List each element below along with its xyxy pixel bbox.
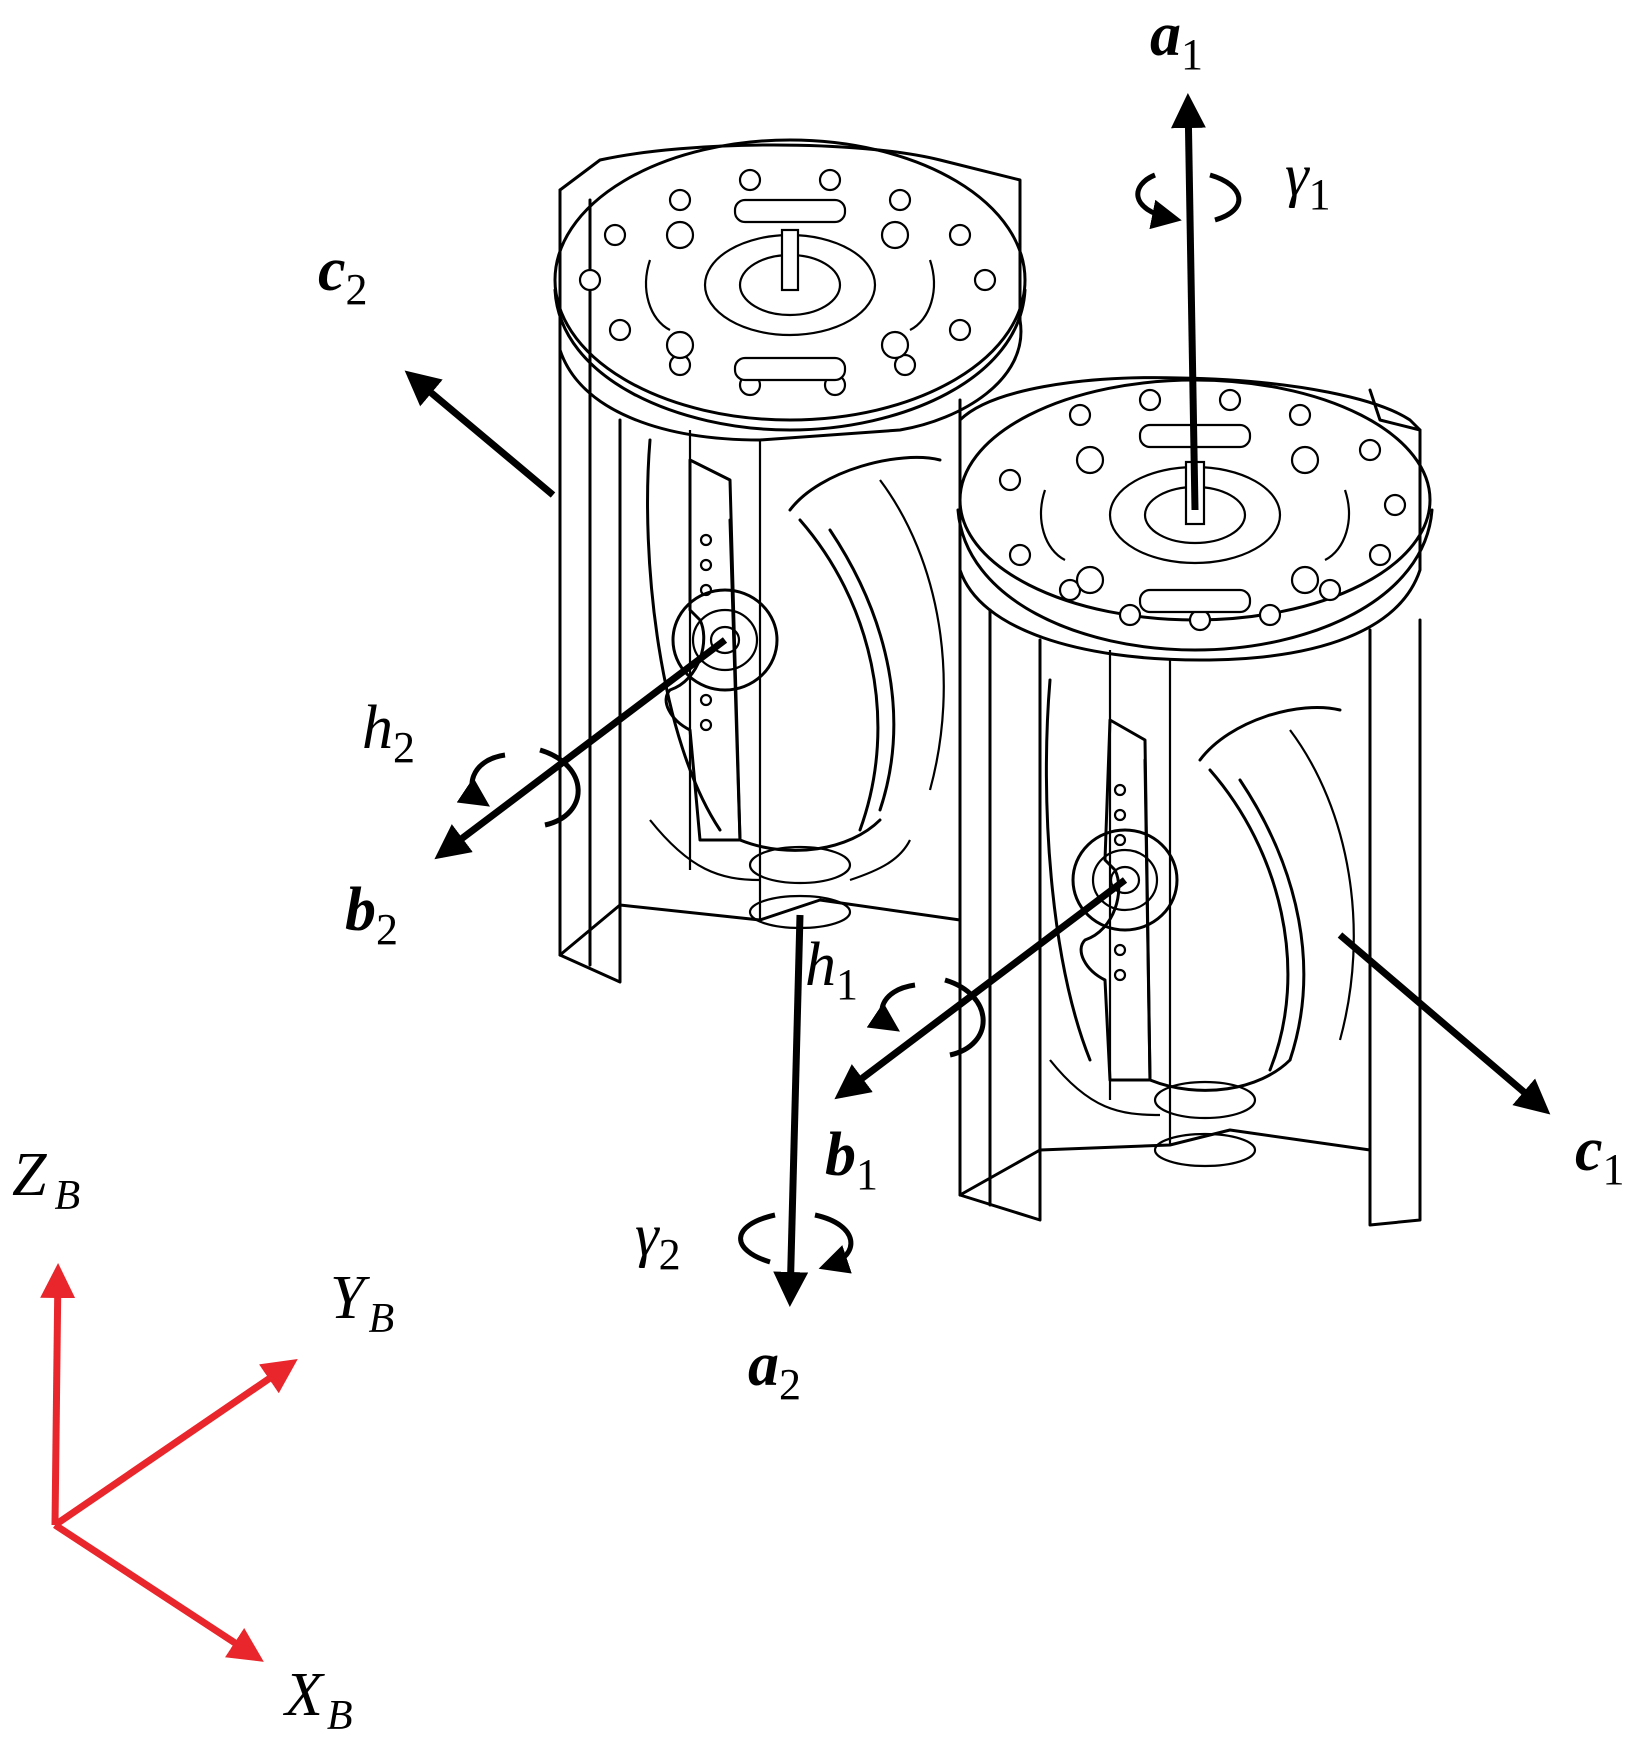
module-2 — [553, 138, 1027, 984]
axis-b1 — [834, 877, 1128, 1100]
module-1-left-pillar — [958, 598, 1042, 1222]
label-yb: YB — [330, 1264, 394, 1342]
module-1-top-plate — [956, 376, 1434, 662]
label-gamma1: γ1 — [1285, 142, 1331, 219]
label-a2: a2 — [748, 1331, 801, 1409]
rotation-gamma1-icon — [1135, 172, 1182, 230]
axis-c1 — [1337, 932, 1551, 1115]
axis-zb — [40, 1263, 76, 1526]
label-c2: c2 — [318, 236, 368, 314]
axis-a1 — [1135, 93, 1242, 511]
module-2-shell — [646, 438, 945, 930]
module-1 — [956, 376, 1434, 1227]
body-frame — [40, 1263, 298, 1662]
axis-b2 — [434, 637, 728, 860]
axis-c2 — [404, 370, 556, 498]
label-b1: b1 — [825, 1121, 878, 1199]
module-2-left-pillar — [558, 188, 622, 984]
rotation-h1-icon — [866, 982, 916, 1032]
axis-a2 — [738, 914, 854, 1307]
axis-yb — [53, 1359, 298, 1528]
module-2-top-plate — [553, 138, 1027, 442]
label-h2: h2 — [362, 694, 415, 772]
rotation-gamma2-icon — [738, 1212, 776, 1265]
label-b2: b2 — [345, 876, 398, 954]
label-h1: h1 — [805, 931, 858, 1009]
label-c1: c1 — [1575, 1116, 1625, 1194]
label-xb: XB — [282, 1661, 353, 1739]
label-a1: a1 — [1150, 1, 1203, 79]
rotation-h2-icon — [456, 752, 506, 807]
module-1-shell — [1044, 678, 1355, 1168]
label-gamma2: γ2 — [635, 1202, 681, 1279]
axis-xb — [53, 1522, 264, 1662]
